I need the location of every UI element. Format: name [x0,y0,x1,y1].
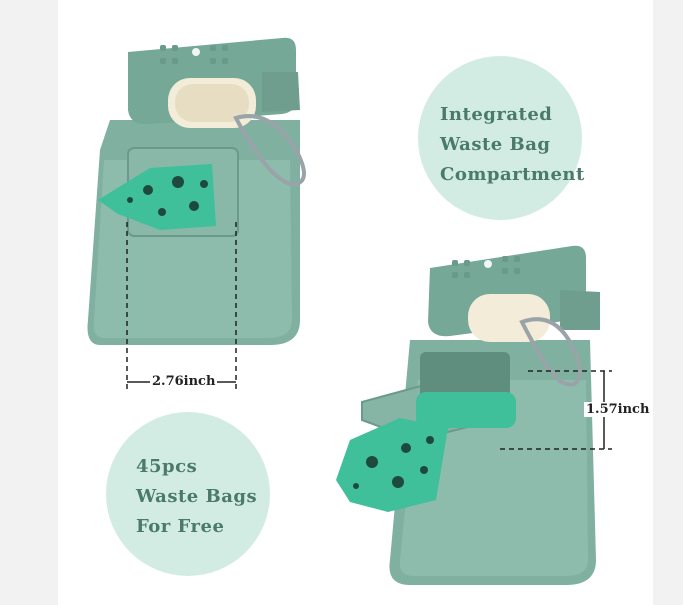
feature-line-1: Integrated [440,104,553,125]
free-bags-line-3: For Free [136,516,225,537]
scooper-open [336,245,600,585]
feature-bubble-compartment-text: Integrated Waste Bag Compartment [440,100,585,190]
free-bags-line-1: 45pcs [136,456,198,477]
scooper-closed [87,37,306,345]
left-margin [0,0,58,605]
feature-bubble-free-bags [106,412,270,576]
height-dimension-label: 1.57inch [584,402,652,417]
width-dimension [126,222,237,392]
width-dimension-label: 2.76inch [150,374,218,389]
feature-line-2: Waste Bag [440,134,551,155]
feature-bubble-compartment [418,56,582,220]
feature-bubble-free-bags-text: 45pcs Waste Bags For Free [136,452,257,542]
free-bags-line-2: Waste Bags [136,486,258,507]
feature-line-3: Compartment [440,164,585,185]
right-margin [653,0,683,605]
